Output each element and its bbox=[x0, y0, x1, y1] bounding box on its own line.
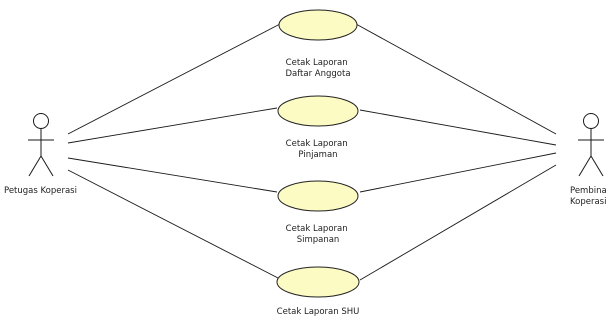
association-petugas-uc1 bbox=[67, 23, 281, 135]
actor-label: Petugas Koperasi bbox=[4, 186, 77, 196]
use-case-cetak-laporan-shu[interactable]: Cetak Laporan SHU bbox=[276, 266, 360, 317]
association-pembina-uc4 bbox=[359, 164, 557, 281]
use-case-cetak-laporan-pinjaman[interactable]: Cetak Laporan Pinjaman bbox=[277, 95, 359, 160]
use-case-cetak-laporan-daftar-anggota[interactable]: Cetak Laporan Daftar Anggota bbox=[278, 9, 358, 79]
association-pembina-uc3 bbox=[359, 152, 557, 193]
use-case-label-line-1: Cetak Laporan bbox=[286, 139, 348, 149]
association-pembina-uc1 bbox=[355, 23, 557, 135]
actor-petugas-koperasi[interactable]: Petugas Koperasi bbox=[4, 113, 77, 197]
association-petugas-uc4 bbox=[67, 169, 279, 279]
use-case-label: Cetak Laporan Simpanan bbox=[286, 224, 351, 245]
association-petugas-uc3 bbox=[67, 157, 278, 193]
actor-pembina-koperasi[interactable]: Pembina Koperasi bbox=[570, 113, 609, 208]
use-case-ellipse bbox=[277, 95, 359, 127]
use-case-label-line-2: Simpanan bbox=[297, 235, 340, 245]
stick-figure-icon bbox=[28, 113, 54, 177]
actor-label: Pembina Koperasi bbox=[570, 186, 609, 207]
use-case-label: Cetak Laporan SHU bbox=[277, 307, 360, 317]
use-case-ellipse bbox=[277, 180, 359, 212]
stick-figure-icon bbox=[578, 113, 604, 177]
use-case-label: Cetak Laporan Pinjaman bbox=[286, 139, 351, 160]
association-pembina-uc2 bbox=[359, 109, 557, 146]
use-case-label: Cetak Laporan Daftar Anggota bbox=[285, 58, 350, 79]
actor-label-line-1: Pembina bbox=[570, 186, 607, 196]
use-case-label-line-2: Pinjaman bbox=[298, 150, 337, 160]
associations bbox=[67, 23, 557, 281]
actor-label-line-2: Koperasi bbox=[570, 197, 606, 207]
use-case-ellipse bbox=[276, 266, 360, 298]
use-case-ellipse bbox=[278, 9, 358, 41]
use-case-cetak-laporan-simpanan[interactable]: Cetak Laporan Simpanan bbox=[277, 180, 359, 245]
association-petugas-uc2 bbox=[67, 107, 278, 144]
use-case-label-line-1: Cetak Laporan bbox=[286, 58, 348, 68]
use-case-label-line-1: Cetak Laporan bbox=[286, 224, 348, 234]
use-case-label-line-2: Daftar Anggota bbox=[285, 69, 350, 79]
